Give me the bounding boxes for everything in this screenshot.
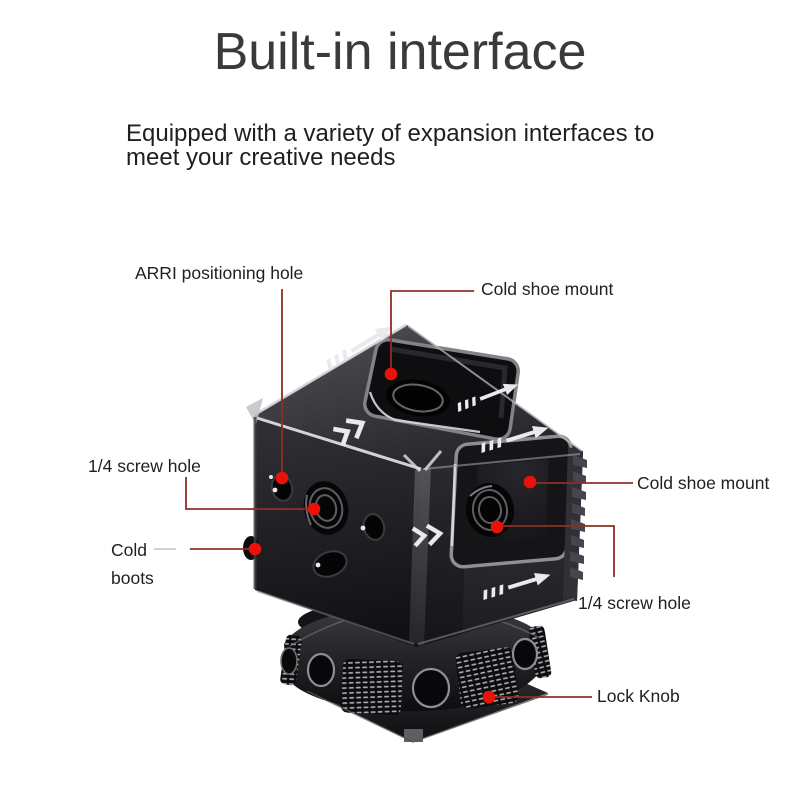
page-subtitle: Equipped with a variety of expansion int… (126, 122, 654, 169)
cold-boots-callout-dot (248, 542, 262, 556)
top-center-hole (386, 379, 450, 417)
label-lock-knob: Lock Knob (597, 686, 680, 706)
label-cold-boots-line-1: Cold (111, 540, 147, 560)
subtitle-line-2: meet your creative needs (126, 143, 396, 171)
hole-highlight-dot (269, 475, 273, 479)
plate-edge-highlight (306, 690, 549, 743)
quarter-screw-right-callout-line (503, 525, 615, 577)
lock-knob-callout-dot (482, 690, 496, 704)
quarter-screw-left-callout-line (185, 477, 310, 510)
shoe-plate-stopper (404, 729, 423, 742)
hole-highlight-dot (315, 562, 321, 568)
label-cold-shoe-mount-right: Cold shoe mount (637, 473, 770, 493)
label-cold-boots-line-2: boots (111, 568, 154, 588)
mount-base (280, 600, 552, 743)
hole-highlight-dot (272, 487, 278, 493)
quarter-screw-right-callout-dot (490, 520, 504, 534)
label-cold-boots: Cold boots (111, 536, 154, 592)
arri-callout-dot (275, 471, 289, 485)
cold-shoe-recess-top (363, 338, 520, 441)
label-quarter-screw-hole-right: 1/4 screw hole (578, 593, 691, 613)
page-title: Built-in interface (213, 23, 587, 81)
hole-rim-highlight (305, 494, 312, 526)
lower-hole-left-face (312, 550, 348, 578)
lock-knob-holes (280, 637, 539, 709)
hole-highlight-dot (360, 525, 366, 531)
label-cold-shoe-mount-top: Cold shoe mount (481, 279, 614, 299)
cold-shoe-right-callout-dot (523, 475, 537, 489)
cold-shoe-top-callout-dot (384, 367, 398, 381)
callout-overlay (154, 289, 633, 704)
cold-shoe-top-callout-line (390, 290, 474, 372)
label-quarter-screw-hole-left: 1/4 screw hole (88, 456, 201, 476)
edge-highlights (246, 323, 583, 645)
serrated-edge (563, 447, 587, 601)
label-arri-positioning-hole: ARRI positioning hole (135, 263, 304, 283)
mount-cube (243, 320, 587, 647)
quarter-screw-left-callout-dot (307, 502, 321, 516)
cube-front-edge-bevel (409, 467, 431, 646)
subtitle-line-1: Equipped with a variety of expansion int… (126, 120, 655, 147)
